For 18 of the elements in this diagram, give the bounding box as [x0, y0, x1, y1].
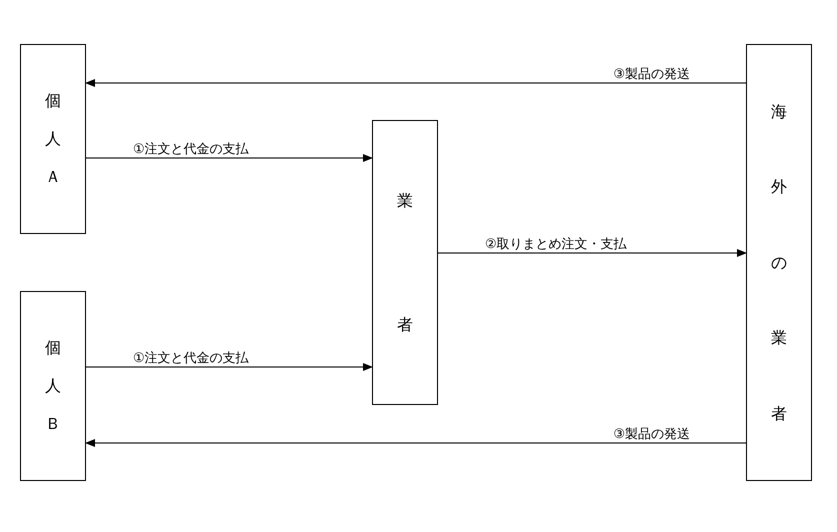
arrow: [86, 363, 373, 371]
process-box: [372, 120, 438, 405]
box-label: 個人Ａ: [45, 90, 61, 188]
edge-label: ③製品の発送: [613, 426, 690, 443]
box-label: 個人Ｂ: [45, 337, 61, 435]
edge-label: ①注文と代金の支払: [133, 141, 249, 158]
arrow: [86, 154, 373, 162]
edge-label: ②取りまとめ注文・支払: [485, 236, 627, 253]
edge-label: ①注文と代金の支払: [133, 350, 249, 367]
edge-label: ③製品の発送: [613, 66, 690, 83]
box-label: 海外の業者: [771, 100, 787, 425]
process-box: [20, 44, 86, 234]
box-label: 業者: [397, 190, 413, 336]
arrow: [438, 249, 747, 257]
process-box: [746, 44, 812, 481]
arrow: [85, 439, 746, 447]
process-box: [20, 291, 86, 481]
arrow: [85, 79, 746, 87]
